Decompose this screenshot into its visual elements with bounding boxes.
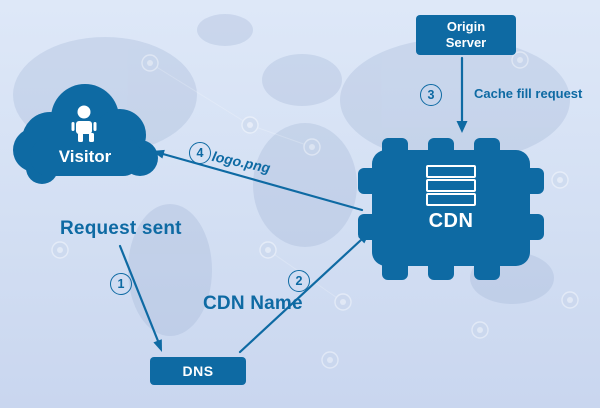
network-node-icon: [141, 54, 159, 72]
dns-label: DNS: [182, 363, 214, 379]
cache-fill-request-label: Cache fill request: [474, 86, 583, 101]
cdn-shape: [358, 138, 544, 280]
visitor-cloud: [13, 84, 158, 184]
continent-shape: [262, 54, 342, 106]
step-1-badge: 1: [110, 273, 132, 295]
step-4-badge: 4: [189, 142, 211, 164]
continent-shape: [253, 123, 357, 247]
network-node-icon: [334, 293, 352, 311]
continent-shape: [128, 204, 212, 336]
cdn-label: CDN: [428, 210, 474, 232]
arrow-3-origin-to-cdn: [456, 56, 468, 133]
network-node-icon: [471, 321, 489, 339]
person-icon: [71, 105, 97, 142]
arrow-1-request-to-dns: [118, 244, 162, 352]
request-sent-label: Request sent: [60, 218, 182, 239]
network-node-icon: [321, 351, 339, 369]
network-node-icon: [259, 241, 277, 259]
network-node-icon: [561, 291, 579, 309]
visitor-label: Visitor: [58, 147, 112, 166]
dns-box: DNS: [150, 357, 246, 385]
map-network-decor: [51, 51, 579, 369]
network-node-icon: [241, 116, 259, 134]
network-node-icon: [303, 138, 321, 156]
origin-server-box: Origin Server: [416, 15, 516, 55]
step-3-badge: 3: [420, 84, 442, 106]
origin-server-label: Origin Server: [445, 18, 487, 50]
step-2-badge: 2: [288, 270, 310, 292]
network-node-icon: [511, 51, 529, 69]
network-node-icon: [551, 171, 569, 189]
continent-shape: [197, 14, 253, 46]
continent-shape: [340, 38, 570, 162]
server-stack-icon: [426, 165, 476, 206]
network-node-icon: [51, 241, 69, 259]
cdn-name-label: CDN Name: [203, 293, 303, 314]
